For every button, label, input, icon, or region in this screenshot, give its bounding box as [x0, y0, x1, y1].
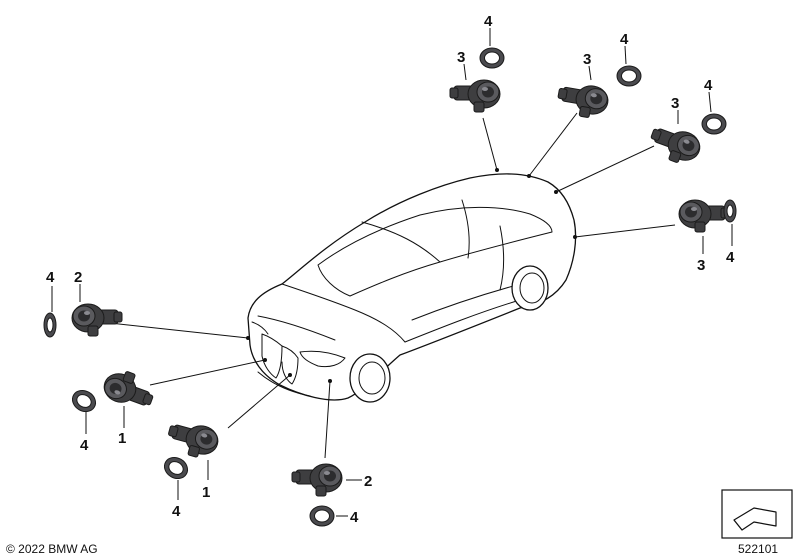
rear-sensor-right-ring[interactable]: [701, 113, 727, 135]
front-sensor-a-ring[interactable]: [68, 385, 100, 417]
callout-rear-sensor-mid: 3: [583, 51, 591, 68]
callout-front-sensor-a: 1: [118, 430, 126, 447]
car-outline: [247, 173, 577, 403]
callout-rear-sensor-left-ring: 4: [484, 13, 493, 30]
rear-sensor-left[interactable]: [449, 79, 501, 113]
callout-rear-sensor-right-ring: 4: [704, 77, 713, 94]
front-sensor-c[interactable]: [291, 463, 343, 497]
rear-sensor-mid-ring[interactable]: [616, 65, 642, 87]
front-side-sensor[interactable]: [71, 303, 123, 337]
callout-rear-side-sensor: 3: [697, 257, 705, 274]
callout-front-sensor-b-ring: 4: [172, 503, 181, 520]
callout-rear-side-sensor-ring: 4: [726, 249, 735, 266]
diagram-number: 522101: [738, 542, 778, 556]
callout-front-sensor-b: 1: [202, 484, 210, 501]
front-sensor-a[interactable]: [99, 365, 159, 414]
callout-front-sensor-a-ring: 4: [80, 437, 89, 454]
front-sensor-b[interactable]: [163, 417, 222, 463]
front-side-sensor-ring[interactable]: [43, 312, 57, 338]
rear-side-sensor[interactable]: [678, 199, 730, 233]
copyright-text: © 2022 BMW AG: [6, 542, 98, 556]
callout-front-sensor-c-ring: 4: [350, 509, 359, 526]
rear-side-sensor-ring[interactable]: [723, 199, 737, 223]
callout-front-side-sensor: 2: [74, 269, 82, 286]
leader-lines: [109, 112, 676, 459]
callout-front-sensor-c: 2: [364, 473, 372, 490]
reference-arrow-icon: [721, 489, 793, 539]
rear-sensor-mid[interactable]: [554, 79, 611, 122]
callout-rear-sensor-left: 3: [457, 49, 465, 66]
rear-sensor-right[interactable]: [645, 120, 705, 169]
front-sensor-c-ring[interactable]: [309, 505, 335, 527]
callout-rear-sensor-mid-ring: 4: [620, 31, 629, 48]
front-sensor-b-ring[interactable]: [160, 452, 192, 484]
callout-front-side-sensor-ring: 4: [46, 269, 55, 286]
rear-sensor-left-ring[interactable]: [479, 47, 505, 69]
callout-rear-sensor-right: 3: [671, 95, 679, 112]
